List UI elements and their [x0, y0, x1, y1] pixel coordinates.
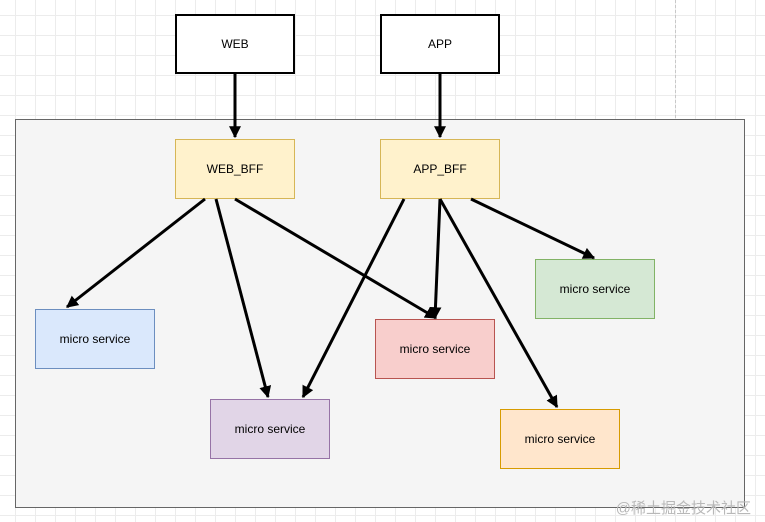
app-bff-node[interactable]: APP_BFF — [380, 139, 500, 199]
micro-service-red-node[interactable]: micro service — [375, 319, 495, 379]
micro-service-orange-label: micro service — [524, 432, 596, 446]
web-client-label: WEB — [221, 37, 249, 51]
web-bff-label: WEB_BFF — [206, 162, 264, 176]
micro-service-orange-node[interactable]: micro service — [500, 409, 620, 469]
app-client-label: APP — [427, 37, 452, 51]
micro-service-purple-label: micro service — [234, 422, 306, 436]
micro-service-red-label: micro service — [399, 342, 471, 356]
micro-service-green-node[interactable]: micro service — [535, 259, 655, 319]
micro-service-blue-label: micro service — [59, 332, 131, 346]
micro-service-green-label: micro service — [559, 282, 631, 296]
page-guide-line — [675, 0, 676, 118]
app-bff-label: APP_BFF — [413, 162, 467, 176]
app-client-node[interactable]: APP — [380, 14, 500, 74]
micro-service-blue-node[interactable]: micro service — [35, 309, 155, 369]
watermark-text: @稀土掘金技术社区 — [615, 500, 751, 517]
web-bff-node[interactable]: WEB_BFF — [175, 139, 295, 199]
web-client-node[interactable]: WEB — [175, 14, 295, 74]
micro-service-purple-node[interactable]: micro service — [210, 399, 330, 459]
